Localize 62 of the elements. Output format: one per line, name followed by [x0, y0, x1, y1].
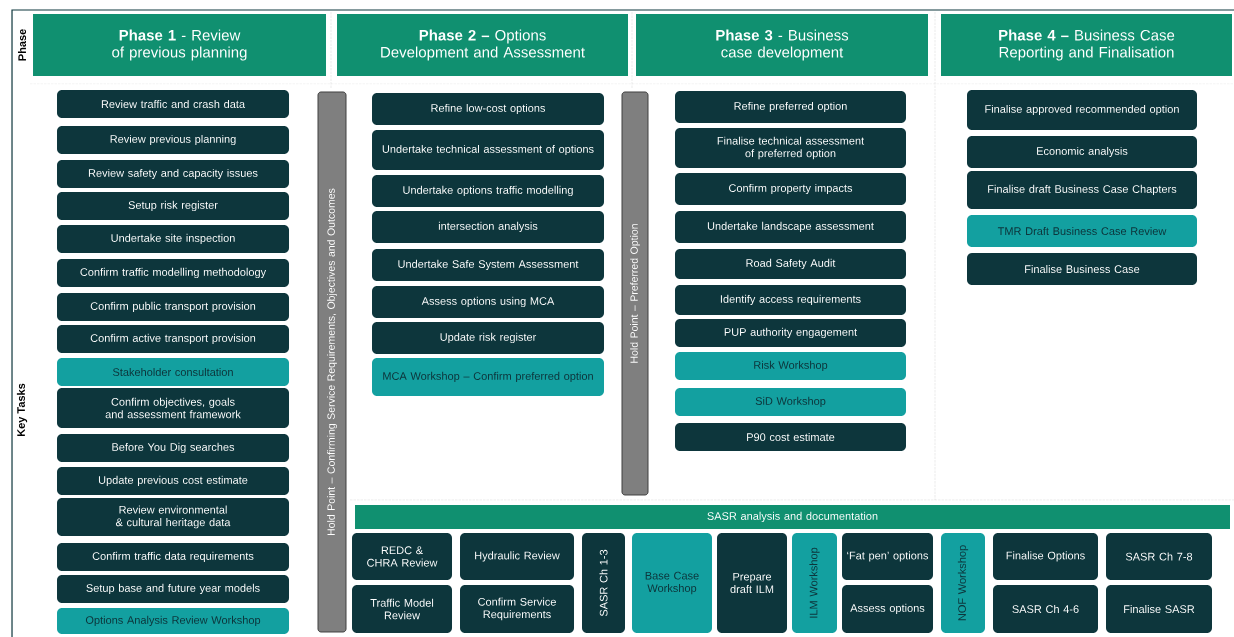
- task-box: Finalise Business Case: [967, 253, 1197, 285]
- task-box: SASR Ch 7-8: [1106, 533, 1212, 580]
- task-box: Review traffic and crash data: [57, 90, 289, 118]
- task-box: TMR Draft Business Case Review: [967, 215, 1197, 247]
- task-box: Undertake landscape assessment: [675, 211, 906, 243]
- task-box: Review safety and capacity issues: [57, 160, 289, 188]
- task-box: Finalise SASR: [1106, 585, 1212, 633]
- task-box: Confirm traffic modelling methodology: [57, 259, 289, 287]
- task-box: Hydraulic Review: [460, 533, 574, 580]
- task-box: Traffic Model Review: [352, 585, 452, 633]
- task-box: SASR Ch 1-3: [582, 533, 625, 633]
- hold-point-bar: Hold Point – Confirming Service Requirements, Objectives and Outcomes: [317, 91, 347, 633]
- task-box: Confirm public transport provision: [57, 293, 289, 321]
- task-box: MCA Workshop – Confirm preferred option: [372, 358, 604, 396]
- task-box: Options Analysis Review Workshop: [57, 608, 289, 634]
- phase-header: Phase 4 – Business Case Reporting and Finalisation: [941, 14, 1232, 76]
- task-box: Setup risk register: [57, 192, 289, 220]
- task-box: Undertake Safe System Assessment: [372, 249, 604, 281]
- task-box: Confirm objectives, goals and assessment framework: [57, 388, 289, 428]
- task-box: Road Safety Audit: [675, 249, 906, 279]
- task-box: Setup base and future year models: [57, 575, 289, 603]
- task-box: Prepare draft ILM: [717, 533, 787, 633]
- phase-header: Phase 2 – Options Development and Assessment: [337, 14, 628, 76]
- task-box: Confirm active transport provision: [57, 325, 289, 353]
- task-box: SiD Workshop: [675, 388, 906, 416]
- task-box: Review environmental & cultural heritage data: [57, 498, 289, 536]
- task-box: Confirm property impacts: [675, 173, 906, 205]
- task-box: Finalise technical assessment of preferred option: [675, 128, 906, 168]
- phase-header: Phase 3 - Business case development: [636, 14, 928, 76]
- task-box: ‘Fat pen’ options: [842, 533, 933, 580]
- task-box: intersection analysis: [372, 211, 604, 243]
- task-box: Assess options using MCA: [372, 286, 604, 318]
- task-box: P90 cost estimate: [675, 423, 906, 451]
- task-box: Finalise Options: [993, 533, 1098, 580]
- task-box: Undertake options traffic modelling: [372, 175, 604, 207]
- task-box: ILM Workshop: [792, 533, 837, 633]
- task-box: Refine low-cost options: [372, 93, 604, 125]
- task-box: SASR Ch 4-6: [993, 585, 1098, 633]
- task-box: Base Case Workshop: [632, 533, 712, 633]
- task-box: Economic analysis: [967, 136, 1197, 168]
- phase-header: Phase 1 - Review of previous planning: [33, 14, 326, 76]
- task-box: Assess options: [842, 585, 933, 633]
- task-box: Update previous cost estimate: [57, 467, 289, 495]
- task-box: REDC & CHRA Review: [352, 533, 452, 580]
- task-box: Update risk register: [372, 322, 604, 354]
- band: SASR analysis and documentation: [355, 505, 1230, 529]
- task-box: Refine preferred option: [675, 91, 906, 123]
- task-box: NOF Workshop: [941, 533, 985, 633]
- task-box: Finalise approved recommended option: [967, 90, 1197, 130]
- row-label: Key Tasks: [16, 383, 28, 437]
- task-box: Risk Workshop: [675, 352, 906, 380]
- task-box: Undertake technical assessment of options: [372, 130, 604, 170]
- task-box: Before You Dig searches: [57, 434, 289, 462]
- task-box: Undertake site inspection: [57, 225, 289, 253]
- task-box: Review previous planning: [57, 126, 289, 154]
- task-box: Confirm traffic data requirements: [57, 543, 289, 571]
- task-box: Confirm Service Requirements: [460, 585, 574, 633]
- task-box: Identify access requirements: [675, 285, 906, 315]
- hold-point-bar: Hold Point – Preferred Option: [621, 91, 649, 496]
- task-box: Stakeholder consultation: [57, 358, 289, 386]
- task-box: PUP authority engagement: [675, 319, 906, 347]
- task-box: Finalise draft Business Case Chapters: [967, 171, 1197, 209]
